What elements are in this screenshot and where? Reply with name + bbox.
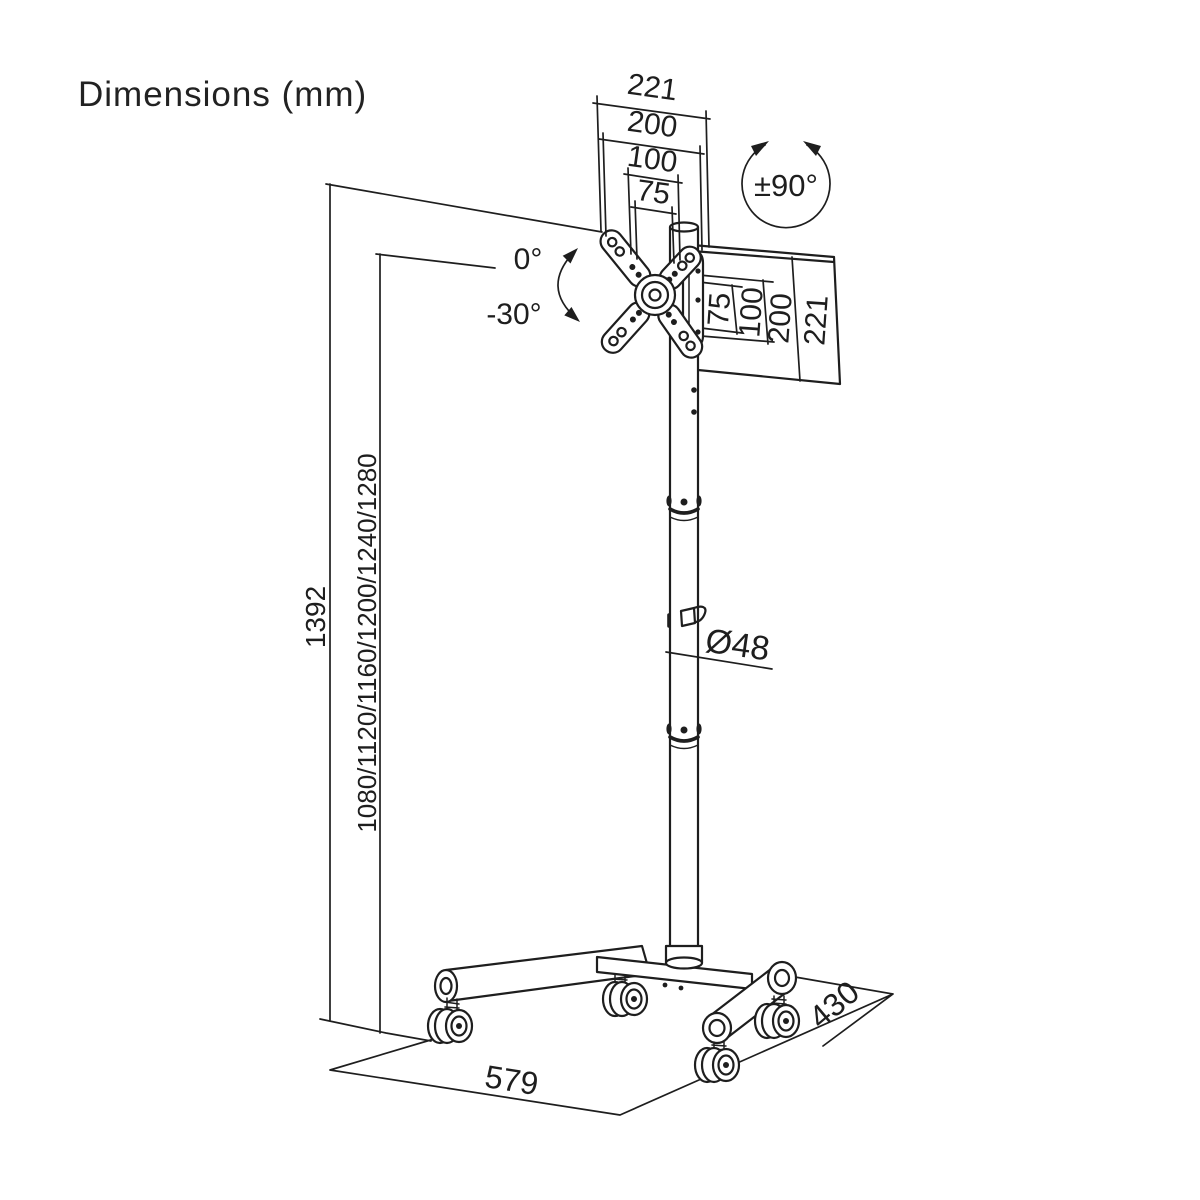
tilt-indicator: 0° -30° (486, 243, 580, 331)
dim-swivel-range: ±90° (754, 168, 818, 203)
pole-diameter-callout: Ø48 (665, 622, 773, 670)
dim-tilt-up: 0° (514, 243, 543, 276)
rotation-arrow-right-icon (803, 141, 821, 156)
base-leg-right (701, 960, 798, 1045)
caster-wheel-center (601, 974, 649, 1018)
dim-vesa-height-100: 100 (733, 286, 769, 338)
dim-total-height: 1392 (300, 586, 331, 648)
cable-clip (679, 605, 707, 628)
tilt-arrow-down-icon (564, 307, 580, 322)
caster-wheel-far-right (753, 995, 801, 1040)
pole-collar-upper (666, 495, 702, 522)
tilt-arrow-up-icon (562, 248, 578, 264)
dim-vesa-width-221: 221 (625, 68, 679, 108)
dim-vesa-width-100: 100 (625, 140, 679, 180)
dim-vesa-width-75: 75 (635, 174, 673, 211)
dim-vesa-height-75: 75 (702, 292, 737, 328)
dim-pole-diameter: Ø48 (703, 622, 772, 669)
pole-hole (691, 409, 697, 415)
dim-vesa-width-200: 200 (625, 105, 679, 145)
dim-base-width: 579 (483, 1058, 541, 1102)
dim-tilt-down: -30° (486, 298, 541, 331)
base-dimension-labels: 579 430 (483, 974, 866, 1102)
pole-bottom-socket (664, 944, 704, 970)
vesa-arm-nw (599, 229, 652, 288)
page-title: Dimensions (mm) (78, 75, 367, 114)
swivel-rotation-indicator: ±90° (741, 141, 831, 229)
caster-wheel-left (426, 997, 474, 1045)
pole-collar-lower (666, 723, 702, 750)
base-assembly (426, 944, 801, 1084)
tilt-hub (633, 273, 677, 317)
dim-height-options: 1080/1120/1160/1200/1240/1280 (352, 453, 382, 832)
pole-hole (691, 387, 697, 393)
dim-vesa-height-200: 200 (762, 292, 798, 344)
dim-vesa-height-221: 221 (798, 294, 834, 346)
floor-outline (329, 976, 894, 1116)
dim-base-depth: 430 (802, 974, 866, 1036)
width-dimension-stack: 221 200 100 75 (592, 68, 711, 264)
rotation-arrow-left-icon (751, 141, 769, 156)
height-dimension-lines: 1392 1080/1120/1160/1200/1240/1280 (300, 183, 603, 1042)
vesa-plate-side-panel: 75 100 200 221 (690, 243, 842, 386)
vesa-arm-sw (600, 301, 651, 354)
vesa-mount-head (599, 229, 705, 359)
caster-wheel-near-right (693, 1041, 741, 1084)
